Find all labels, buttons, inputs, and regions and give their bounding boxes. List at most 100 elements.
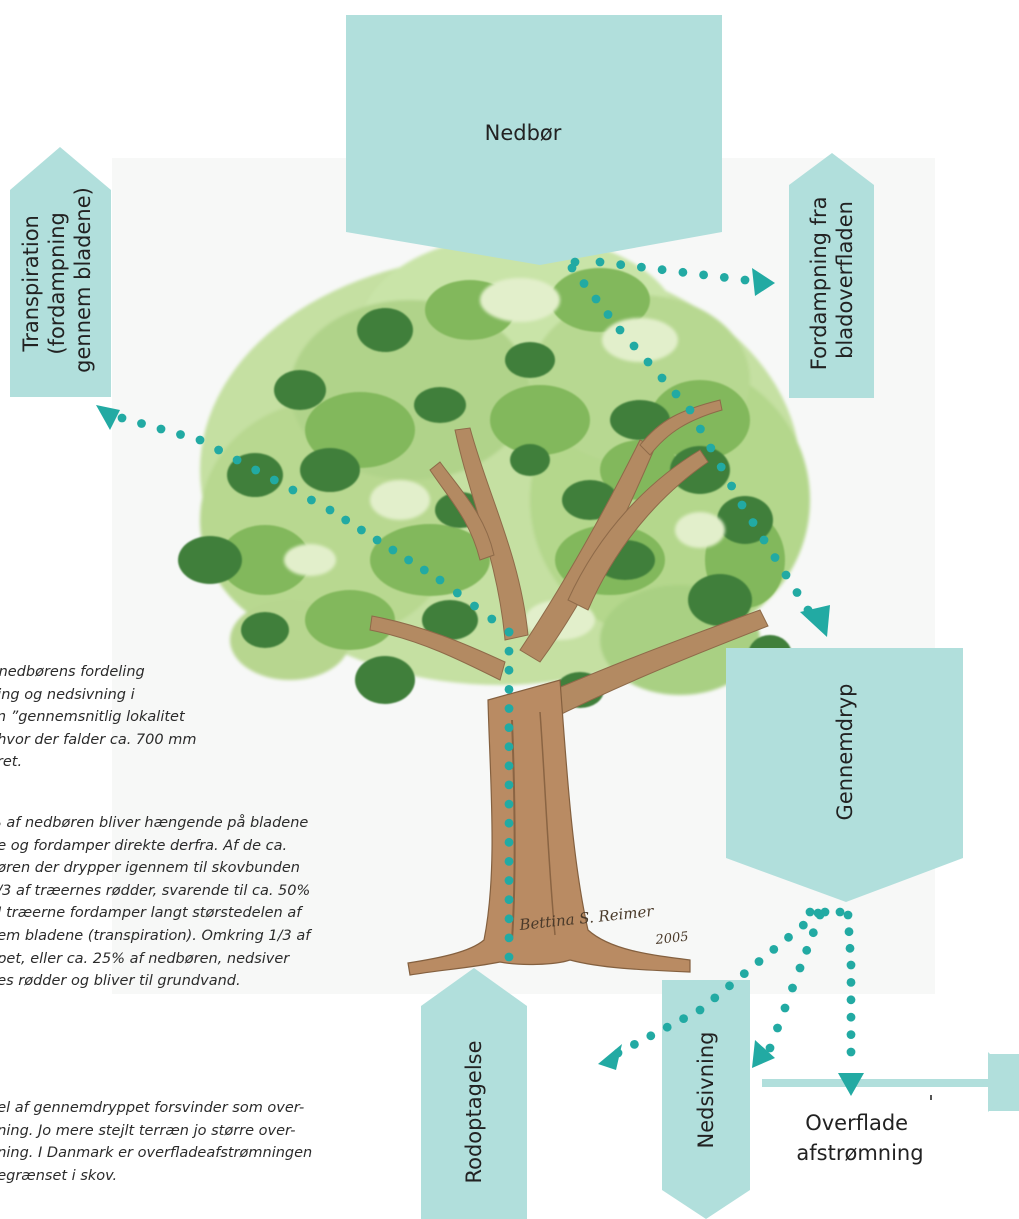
flow-trunk — [504, 627, 514, 962]
caption-line: , hvor der falder ca. 700 mm — [0, 731, 197, 748]
flow-dot — [504, 665, 514, 675]
svg-text:Transpiration (fordampni: Transpiration (fordampning gennem bladen… — [19, 187, 95, 373]
flow-dot — [798, 920, 808, 930]
flow-dot — [504, 704, 514, 713]
flow-dot — [740, 275, 750, 285]
flow-dot — [835, 907, 845, 917]
flow-dot — [662, 1022, 672, 1032]
rodoptagelse-label: Rodoptagelse — [462, 1040, 486, 1183]
flow-dot — [341, 515, 351, 525]
flow-dot — [504, 952, 514, 962]
flow-dot — [452, 588, 462, 598]
flow-dot — [727, 481, 736, 491]
flow-dot — [232, 455, 242, 465]
flow-dot — [784, 932, 793, 942]
flow-dot — [504, 780, 514, 790]
flow-dot — [846, 1047, 856, 1057]
flow-dot — [719, 273, 729, 282]
svg-text:Overflade afstrømning: Overflade afstrømning — [796, 1111, 923, 1165]
caption-line: ne og fordamper direkte derfra. Af de ca… — [0, 837, 288, 854]
flow-dot — [657, 373, 667, 383]
transpiration-label-line3: gennem bladene) — [71, 187, 95, 373]
fordampning-box: Fordampning fra bladoverfladen — [789, 153, 874, 398]
flow-dot — [844, 927, 854, 937]
flow-dot — [307, 495, 316, 505]
flow-dot — [845, 943, 855, 953]
flow-dot — [435, 575, 445, 585]
transpiration-box: Transpiration (fordampning gennem bladen… — [10, 147, 111, 397]
caption-line: nem bladene (transpiration). Omkring 1/3… — [0, 927, 311, 944]
caption-distribution: % af nedbøren bliver hængende på bladene… — [0, 812, 310, 993]
fordampning-label-line1: Fordampning fra — [807, 196, 831, 370]
flow-dot — [685, 405, 695, 415]
caption-line: r nedbørens fordeling — [0, 664, 145, 680]
flow-paths — [96, 257, 864, 1096]
flow-dot — [504, 857, 514, 866]
flow-dot — [643, 357, 653, 367]
flow-dot — [846, 978, 856, 987]
flow-dot — [781, 570, 791, 580]
flow-dot — [846, 1012, 856, 1022]
overflade-tick-mark — [930, 1095, 932, 1100]
flow-dot — [678, 267, 688, 277]
flow-dot — [739, 969, 749, 978]
caption-line: . I træerne fordamper langt størstedelen… — [0, 905, 302, 922]
flow-dot — [646, 1031, 656, 1041]
flow-dot — [773, 1023, 782, 1033]
flow-dot — [616, 260, 626, 269]
flow-to-rodoptagelse — [598, 908, 823, 1070]
flow-dot — [820, 907, 830, 917]
nedboer-box: Nedbør — [346, 15, 722, 265]
flow-dot — [251, 465, 261, 475]
flow-dot — [504, 761, 514, 771]
flow-dot — [504, 723, 514, 732]
flow-dot — [269, 475, 279, 485]
flow-arrowhead — [96, 405, 120, 430]
flow-dot — [595, 257, 605, 267]
flow-to-nedsivning-down — [838, 910, 864, 1096]
flow-dot — [808, 928, 818, 938]
flow-dot — [769, 945, 779, 954]
flow-arrowhead — [598, 1044, 622, 1070]
nedboer-label: Nedbør — [485, 121, 562, 145]
flow-dot — [372, 535, 382, 545]
flow-dot — [754, 957, 764, 966]
flow-dot — [737, 500, 747, 510]
flow-dot — [567, 263, 577, 273]
fordampning-label-line2: bladoverfladen — [833, 201, 857, 359]
flow-dot — [637, 262, 646, 272]
flow-arrowhead — [800, 605, 830, 637]
caption-line: børen der drypper igennem til skovbunden — [0, 860, 300, 877]
flow-dot — [591, 294, 601, 304]
flow-dot — [504, 627, 514, 637]
flow-dot — [846, 995, 856, 1005]
flow-dot — [579, 279, 589, 288]
flow-dot — [710, 993, 720, 1003]
flow-dot — [156, 424, 166, 434]
flow-dot — [504, 876, 514, 885]
flow-dot — [843, 910, 853, 920]
flow-dot — [504, 933, 514, 943]
overflade-label-line1: Overflade — [805, 1111, 908, 1135]
overflade-arrow — [762, 1052, 1019, 1112]
flow-dot — [759, 535, 769, 545]
flow-dot — [695, 1005, 705, 1015]
flow-dot — [504, 742, 514, 752]
flow-dot — [792, 588, 802, 597]
flow-dot — [195, 435, 205, 445]
tree-trunk — [407, 679, 691, 976]
flow-dot — [657, 265, 667, 275]
flow-dot — [419, 565, 429, 575]
flow-dot — [288, 485, 298, 495]
flow-dot — [603, 310, 613, 319]
caption-line: året. — [0, 754, 23, 771]
flow-dot — [615, 325, 625, 335]
flow-to-fordampning — [570, 257, 775, 296]
flow-dot — [504, 818, 514, 828]
caption-line: 2/3 af træernes rødder, svarende til ca.… — [0, 882, 311, 899]
flow-dot — [765, 1043, 775, 1053]
flow-dot — [504, 685, 514, 694]
nedsivning-label: Nedsivning — [694, 1032, 718, 1149]
rodoptagelse-box: Rodoptagelse — [421, 968, 527, 1219]
